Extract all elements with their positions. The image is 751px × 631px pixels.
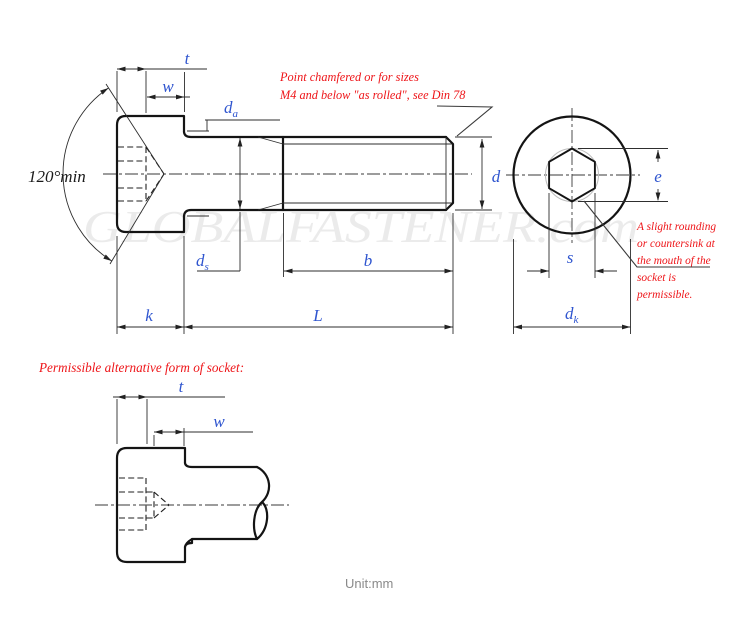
arrowhead	[175, 324, 184, 330]
arrowhead	[655, 192, 661, 201]
dim-label-dk-sub: k	[574, 314, 580, 326]
dim-label-L: L	[312, 306, 322, 325]
dim-label-da: da	[224, 98, 239, 120]
kLb-extension-lines	[116, 213, 454, 334]
shank-outline	[182, 130, 448, 218]
arrowhead	[237, 138, 243, 147]
alt-dim-label-w: w	[213, 412, 225, 431]
arrowhead	[284, 268, 293, 274]
dim-label-d: d	[492, 167, 501, 186]
alt-head-outline	[115, 446, 187, 564]
alt-shank-break	[252, 465, 271, 541]
socket-note-line2: or countersink at	[637, 238, 716, 250]
dim-label-t: t	[185, 49, 191, 68]
head-circle	[512, 115, 632, 235]
thread-runout-lines	[257, 136, 284, 211]
angle-label: 120°min	[28, 167, 86, 186]
arrowhead	[184, 324, 193, 330]
d-extension-lines	[455, 136, 492, 211]
screw-end-view: e s dk	[506, 108, 668, 334]
arrowhead	[117, 324, 126, 330]
dim-label-w: w	[162, 77, 174, 96]
socket-note-leader	[583, 200, 710, 268]
watermark-text: GLOBALFASTENER.com	[83, 201, 639, 252]
arrowhead	[479, 139, 485, 148]
arrowhead	[595, 268, 604, 274]
alt-shank-outline	[183, 461, 259, 549]
arrowhead	[175, 429, 184, 435]
chamfer-note-line1: Point chamfered or for sizes	[279, 70, 419, 84]
tw-extension-lines	[116, 71, 185, 113]
alt-socket-title: Permissible alternative form of socket:	[38, 360, 244, 375]
screw-side-view: 120°min	[28, 83, 472, 265]
arrowhead	[147, 94, 156, 100]
dim-label-s: s	[567, 248, 574, 267]
arrowhead	[138, 394, 147, 400]
arrowhead	[622, 324, 631, 330]
end-view-centerlines	[506, 108, 640, 243]
thread-minor-lines	[283, 143, 452, 204]
arrowhead	[137, 66, 146, 72]
point-chamfer-edge	[444, 135, 455, 212]
alt-socket-hidden-lines	[119, 477, 170, 531]
arrowhead	[444, 324, 453, 330]
arrowhead	[655, 150, 661, 159]
arrowhead	[117, 394, 126, 400]
hex-socket-hidden-lines	[118, 146, 165, 202]
socket-note-line1: A slight rounding	[636, 221, 716, 233]
head-outline	[115, 114, 186, 234]
dk-extension-lines	[513, 239, 631, 334]
annotations: Point chamfered or for sizes M4 and belo…	[279, 70, 716, 301]
arrowhead	[444, 268, 453, 274]
arrowhead	[513, 324, 522, 330]
side-view-dimensions: t w da d ds b k L	[116, 49, 501, 334]
arrowhead	[176, 94, 185, 100]
arrowhead	[154, 429, 163, 435]
socket-note-line4: socket is	[637, 272, 676, 284]
socket-note-line3: the mouth of the	[637, 255, 711, 267]
dim-label-ds-sub: s	[205, 261, 209, 273]
dim-label-da-base: d	[224, 98, 233, 117]
arrowhead	[117, 66, 126, 72]
chamfer-note-leader	[436, 105, 494, 137]
dim-label-ds: ds	[196, 251, 209, 273]
hex-socket	[548, 147, 596, 203]
alt-dim-label-t: t	[179, 377, 185, 396]
dim-label-dk: dk	[565, 304, 580, 326]
e-extension-lines	[578, 148, 668, 202]
alt-w-extension-lines	[153, 428, 185, 446]
cone-angle-lines	[105, 83, 165, 265]
alternative-socket-view: Permissible alternative form of socket: …	[38, 360, 289, 564]
dim-label-e: e	[654, 167, 662, 186]
angle-arc	[62, 87, 113, 262]
dim-label-da-sub: a	[233, 108, 239, 120]
unit-label: Unit:mm	[345, 576, 393, 591]
dim-label-ds-base: d	[196, 251, 205, 270]
arrowhead	[540, 268, 549, 274]
s-extension-lines	[548, 193, 596, 278]
da-reference-lines	[187, 119, 280, 217]
dim-label-dk-base: d	[565, 304, 574, 323]
ds-leader	[197, 212, 241, 272]
alt-t-extension-lines	[116, 399, 148, 444]
chamfer-note-line2: M4 and below "as rolled", see Din 78	[279, 88, 466, 102]
dim-label-b: b	[364, 251, 373, 270]
socket-note-line5: permissible.	[636, 289, 692, 301]
dim-label-k: k	[145, 306, 153, 325]
